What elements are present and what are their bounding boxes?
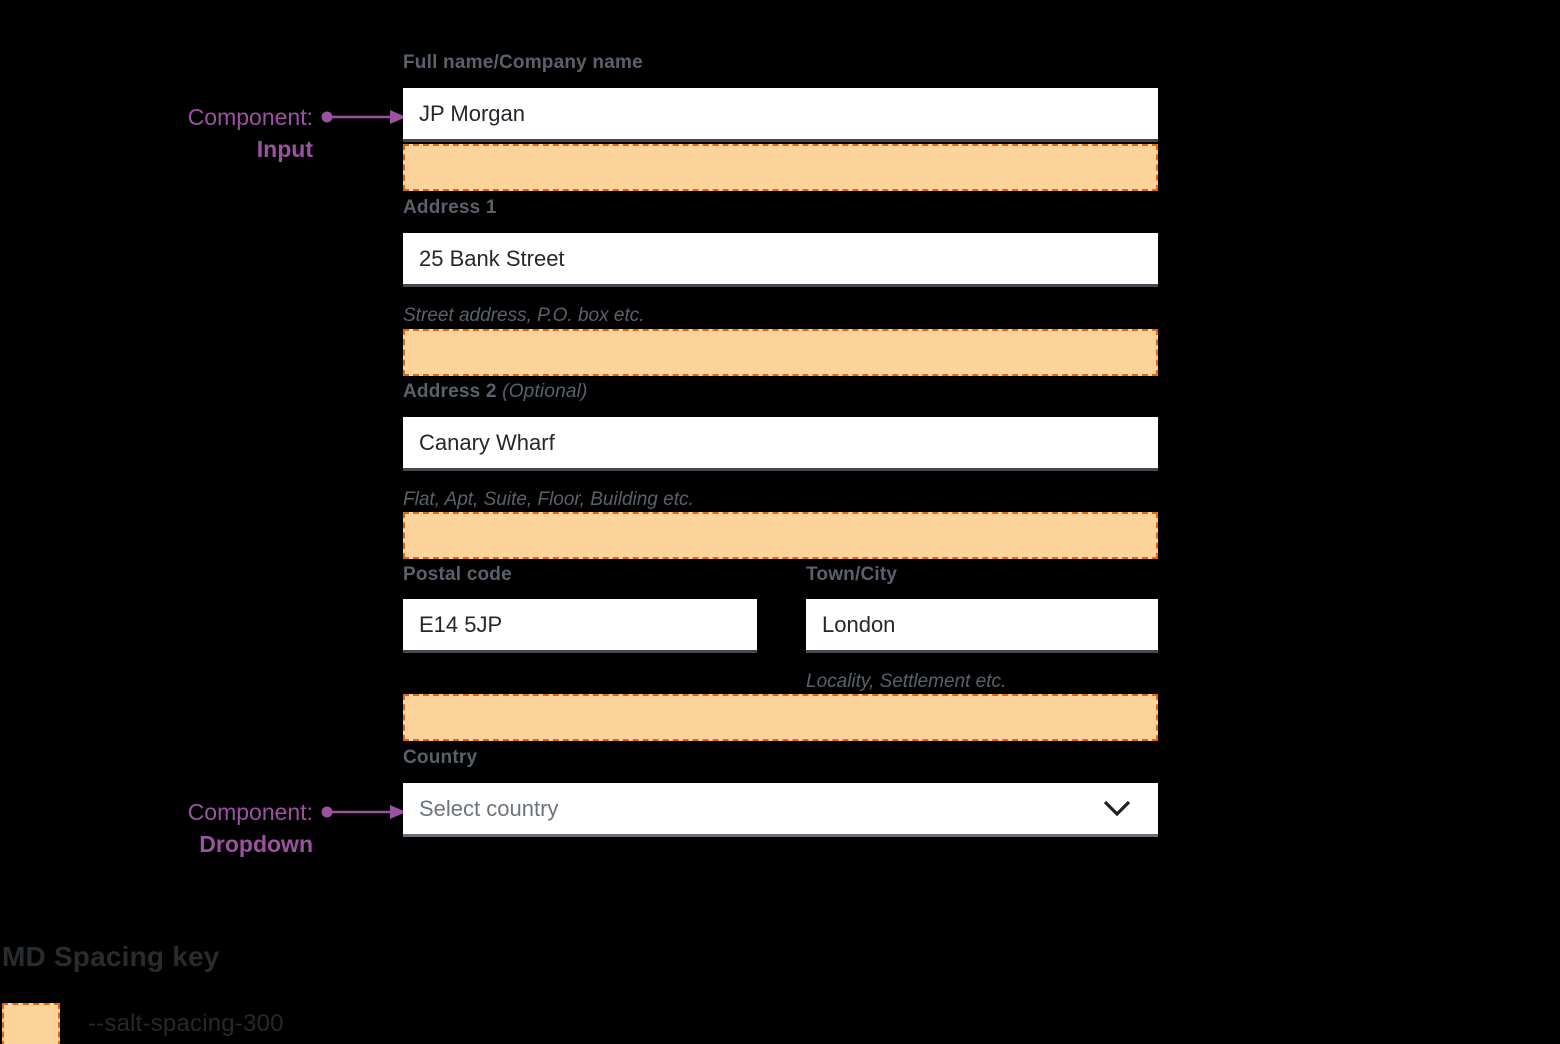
full-name-input[interactable] xyxy=(403,88,1158,142)
full-name-label: Full name/Company name xyxy=(403,52,643,73)
address2-input[interactable] xyxy=(403,417,1158,471)
town-city-input[interactable] xyxy=(806,599,1158,653)
country-label: Country xyxy=(403,747,478,768)
spacing-key-swatch xyxy=(2,1003,60,1044)
annotation-prefix: Component: xyxy=(187,104,313,130)
address2-label-text: Address 2 xyxy=(403,381,497,402)
annotation-arrow-icon xyxy=(321,110,406,124)
postal-code-input[interactable] xyxy=(403,599,757,653)
annotation-component-input: Component: Input xyxy=(60,101,313,165)
annotation-component-name: Input xyxy=(256,136,313,162)
country-dropdown-placeholder: Select country xyxy=(419,795,559,821)
annotation-component-name: Dropdown xyxy=(199,831,313,857)
spacing-key-title: MD Spacing key xyxy=(2,941,220,972)
spacing-block-salt-300 xyxy=(403,694,1158,741)
spacing-block-salt-300 xyxy=(403,512,1158,559)
spacing-block-salt-300 xyxy=(403,329,1158,376)
town-city-helper-text: Locality, Settlement etc. xyxy=(806,671,1007,692)
annotation-component-dropdown: Component: Dropdown xyxy=(60,796,313,860)
postal-town-row: Postal code Town/City Locality, Settleme… xyxy=(403,564,1158,693)
annotation-prefix: Component: xyxy=(187,799,313,825)
address2-helper-text: Flat, Apt, Suite, Floor, Building etc. xyxy=(403,489,694,510)
address1-label: Address 1 xyxy=(403,197,497,218)
postal-code-field: Postal code xyxy=(403,564,757,693)
address2-label: Address 2 (Optional) xyxy=(403,381,1158,402)
chevron-down-icon xyxy=(1103,800,1131,817)
address1-input[interactable] xyxy=(403,233,1158,287)
spacing-key-token: --salt-spacing-300 xyxy=(88,1010,284,1037)
town-city-label: Town/City xyxy=(806,564,898,585)
postal-code-label: Postal code xyxy=(403,564,512,585)
address2-optional-text: (Optional) xyxy=(496,381,588,402)
town-city-field: Town/City Locality, Settlement etc. xyxy=(806,564,1158,693)
address1-helper-text: Street address, P.O. box etc. xyxy=(403,305,645,326)
annotation-arrow-icon xyxy=(321,805,406,819)
country-dropdown[interactable]: Select country xyxy=(403,783,1158,837)
spacing-block-salt-300 xyxy=(403,144,1158,191)
address-form: Full name/Company name Address 1 Street … xyxy=(403,52,1158,837)
